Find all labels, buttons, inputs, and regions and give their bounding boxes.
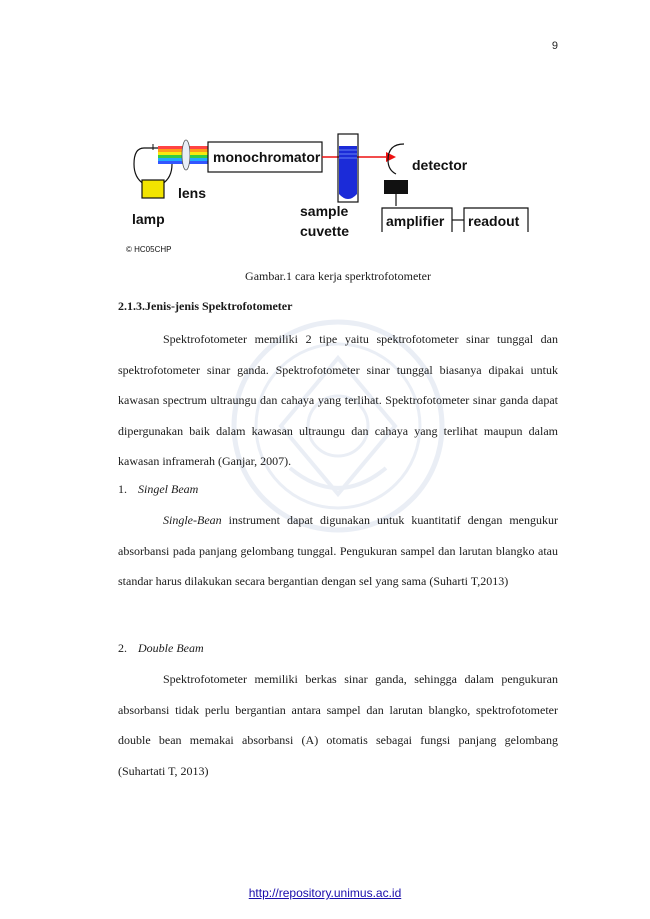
readout-box xyxy=(463,207,529,232)
single-beam-lead: Single-Bean xyxy=(163,513,222,527)
cuvette-label: cuvette xyxy=(300,223,349,239)
lamp-label: lamp xyxy=(132,211,165,227)
lamp-icon xyxy=(133,144,173,199)
monochromator-label: monochromator xyxy=(213,149,321,165)
repository-link[interactable]: http://repository.unimus.ac.id xyxy=(248,886,402,900)
intro-paragraph: Spektrofotometer memiliki 2 tipe yaitu s… xyxy=(118,332,558,468)
section-heading: 2.1.3.Jenis-jenis Spektrofotometer xyxy=(118,299,293,313)
page-number: 9 xyxy=(551,40,558,52)
figure-credit: © HC05CHP xyxy=(126,245,171,254)
list-item-double-beam: 2. Double Beam xyxy=(118,641,204,656)
lens-icon xyxy=(181,139,191,171)
detector-label: detector xyxy=(412,157,468,173)
list-title: Singel Beam xyxy=(138,482,199,496)
figure-caption: Gambar.1 cara kerja sperktrofotometer xyxy=(245,269,431,283)
cuvette-icon xyxy=(337,133,359,203)
list-number: 1. xyxy=(118,482,127,496)
list-item-single-beam: 1. Singel Beam xyxy=(118,482,198,497)
detector-icon xyxy=(384,143,408,206)
lens-label: lens xyxy=(178,185,206,201)
list-number: 2. xyxy=(118,641,127,655)
readout-label: readout xyxy=(468,213,520,229)
watermark-seal-icon xyxy=(231,319,445,533)
amplifier-label: amplifier xyxy=(386,213,445,229)
list-title: Double Beam xyxy=(138,641,204,655)
single-beam-paragraph: Single-Bean instrument dapat digunakan u… xyxy=(118,505,558,597)
double-beam-paragraph: Spektrofotometer memiliki berkas sinar g… xyxy=(118,672,558,778)
single-beam-text: instrument dapat digunakan untuk kuantit… xyxy=(118,513,558,588)
sample-label: sample xyxy=(300,203,348,219)
spectrophotometer-diagram: monochromator detector amplifier readout… xyxy=(126,133,529,254)
